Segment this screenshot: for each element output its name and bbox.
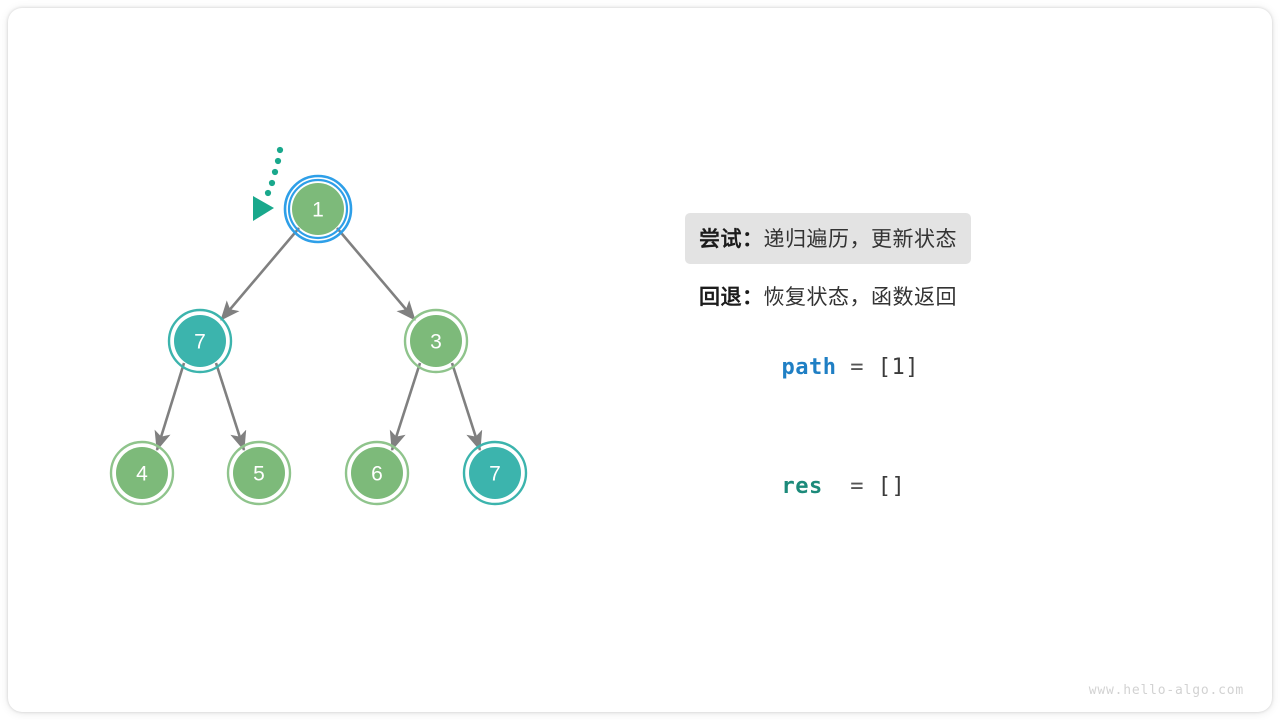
edge-3-to-7b [450, 362, 483, 451]
backtrack-step-text: 恢复状态，函数返回 [763, 286, 957, 309]
node-circle [351, 447, 403, 499]
pointer-dot [274, 157, 282, 165]
pointer-arrowhead [253, 196, 274, 221]
backtrack-step-label: 回退： [699, 286, 764, 309]
tree-node-7-left[interactable]: 7 [167, 308, 233, 374]
tree-node-7-right[interactable]: 7 [462, 440, 528, 506]
node-circle [469, 447, 521, 499]
edge-1-to-3 [336, 227, 416, 321]
tree-nodes: 1 7 3 4 [109, 174, 528, 506]
path-variable-value: [1] [877, 355, 919, 380]
tree-node-5[interactable]: 5 [226, 440, 292, 506]
tree-node-1[interactable]: 1 [283, 174, 353, 244]
node-label: 4 [136, 463, 148, 486]
node-circle [174, 315, 226, 367]
edge-7a-to-5 [214, 362, 247, 451]
node-active-ring [283, 174, 353, 244]
pointer-dot [268, 179, 276, 187]
edge-7a-to-4 [154, 362, 186, 451]
path-variable-line: path = [1] [699, 330, 919, 405]
tree-node-3[interactable]: 3 [403, 308, 469, 374]
tree-node-4[interactable]: 4 [109, 440, 175, 506]
try-step-text: 递归遍历，更新状态 [763, 228, 957, 251]
res-variable-value: [] [877, 474, 906, 499]
node-outer-ring [109, 440, 175, 506]
node-circle [410, 315, 462, 367]
node-outer-ring [403, 308, 469, 374]
backtrack-step-line: 回退：恢复状态，函数返回 [685, 271, 971, 322]
recursion-entry-pointer [253, 146, 284, 221]
edge-3-to-6 [389, 362, 422, 451]
diagram-card [8, 8, 1272, 712]
site-watermark: www.hello-algo.com [1088, 683, 1244, 698]
path-variable-name: path [781, 355, 837, 380]
try-step-label: 尝试： [699, 228, 764, 251]
node-outer-ring [167, 308, 233, 374]
node-circle [292, 183, 344, 235]
path-assign-operator: = [836, 355, 878, 380]
try-step-line: 尝试：递归遍历，更新状态 [685, 213, 971, 264]
node-label: 6 [371, 463, 383, 486]
node-outer-ring [226, 440, 292, 506]
node-circle [233, 447, 285, 499]
pointer-dot [276, 146, 284, 154]
node-outer-ring [462, 440, 528, 506]
pointer-dot [264, 189, 272, 197]
state-panel: 尝试：递归遍历，更新状态 回退：恢复状态，函数返回 path = [1] res… [685, 205, 1106, 505]
node-label: 7 [489, 463, 501, 486]
node-circle [116, 447, 168, 499]
tree-edges [154, 227, 483, 451]
node-outer-ring [344, 440, 410, 506]
node-label: 5 [253, 463, 265, 486]
node-inner-ring [287, 178, 349, 240]
pointer-dot [271, 168, 279, 176]
res-variable-line: res = [] [699, 449, 905, 524]
tree-node-6[interactable]: 6 [344, 440, 410, 506]
node-label: 7 [194, 331, 206, 354]
res-assign-operator: = [822, 474, 878, 499]
res-variable-name: res [781, 474, 823, 499]
edge-1-to-7a [220, 227, 300, 321]
node-label: 1 [312, 199, 324, 222]
node-label: 3 [430, 331, 442, 354]
